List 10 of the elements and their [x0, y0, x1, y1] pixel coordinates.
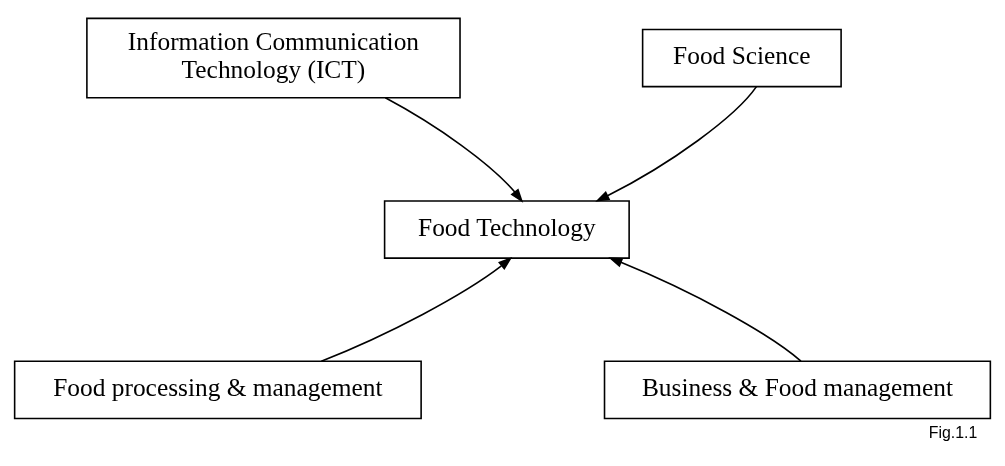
- node-box: Food Science: [641, 28, 842, 87]
- caption: Fig.1.1: [928, 423, 978, 441]
- node-box: Food Technology: [383, 199, 630, 259]
- node-box: Business & Food management: [603, 360, 992, 419]
- node-box: Food processing & management: [13, 360, 422, 419]
- arrow: [384, 96, 524, 203]
- arrow: [608, 256, 802, 362]
- node-box: Information Communication Technology (ICT): [86, 17, 461, 99]
- arrow: [320, 256, 513, 362]
- arrow: [595, 85, 758, 202]
